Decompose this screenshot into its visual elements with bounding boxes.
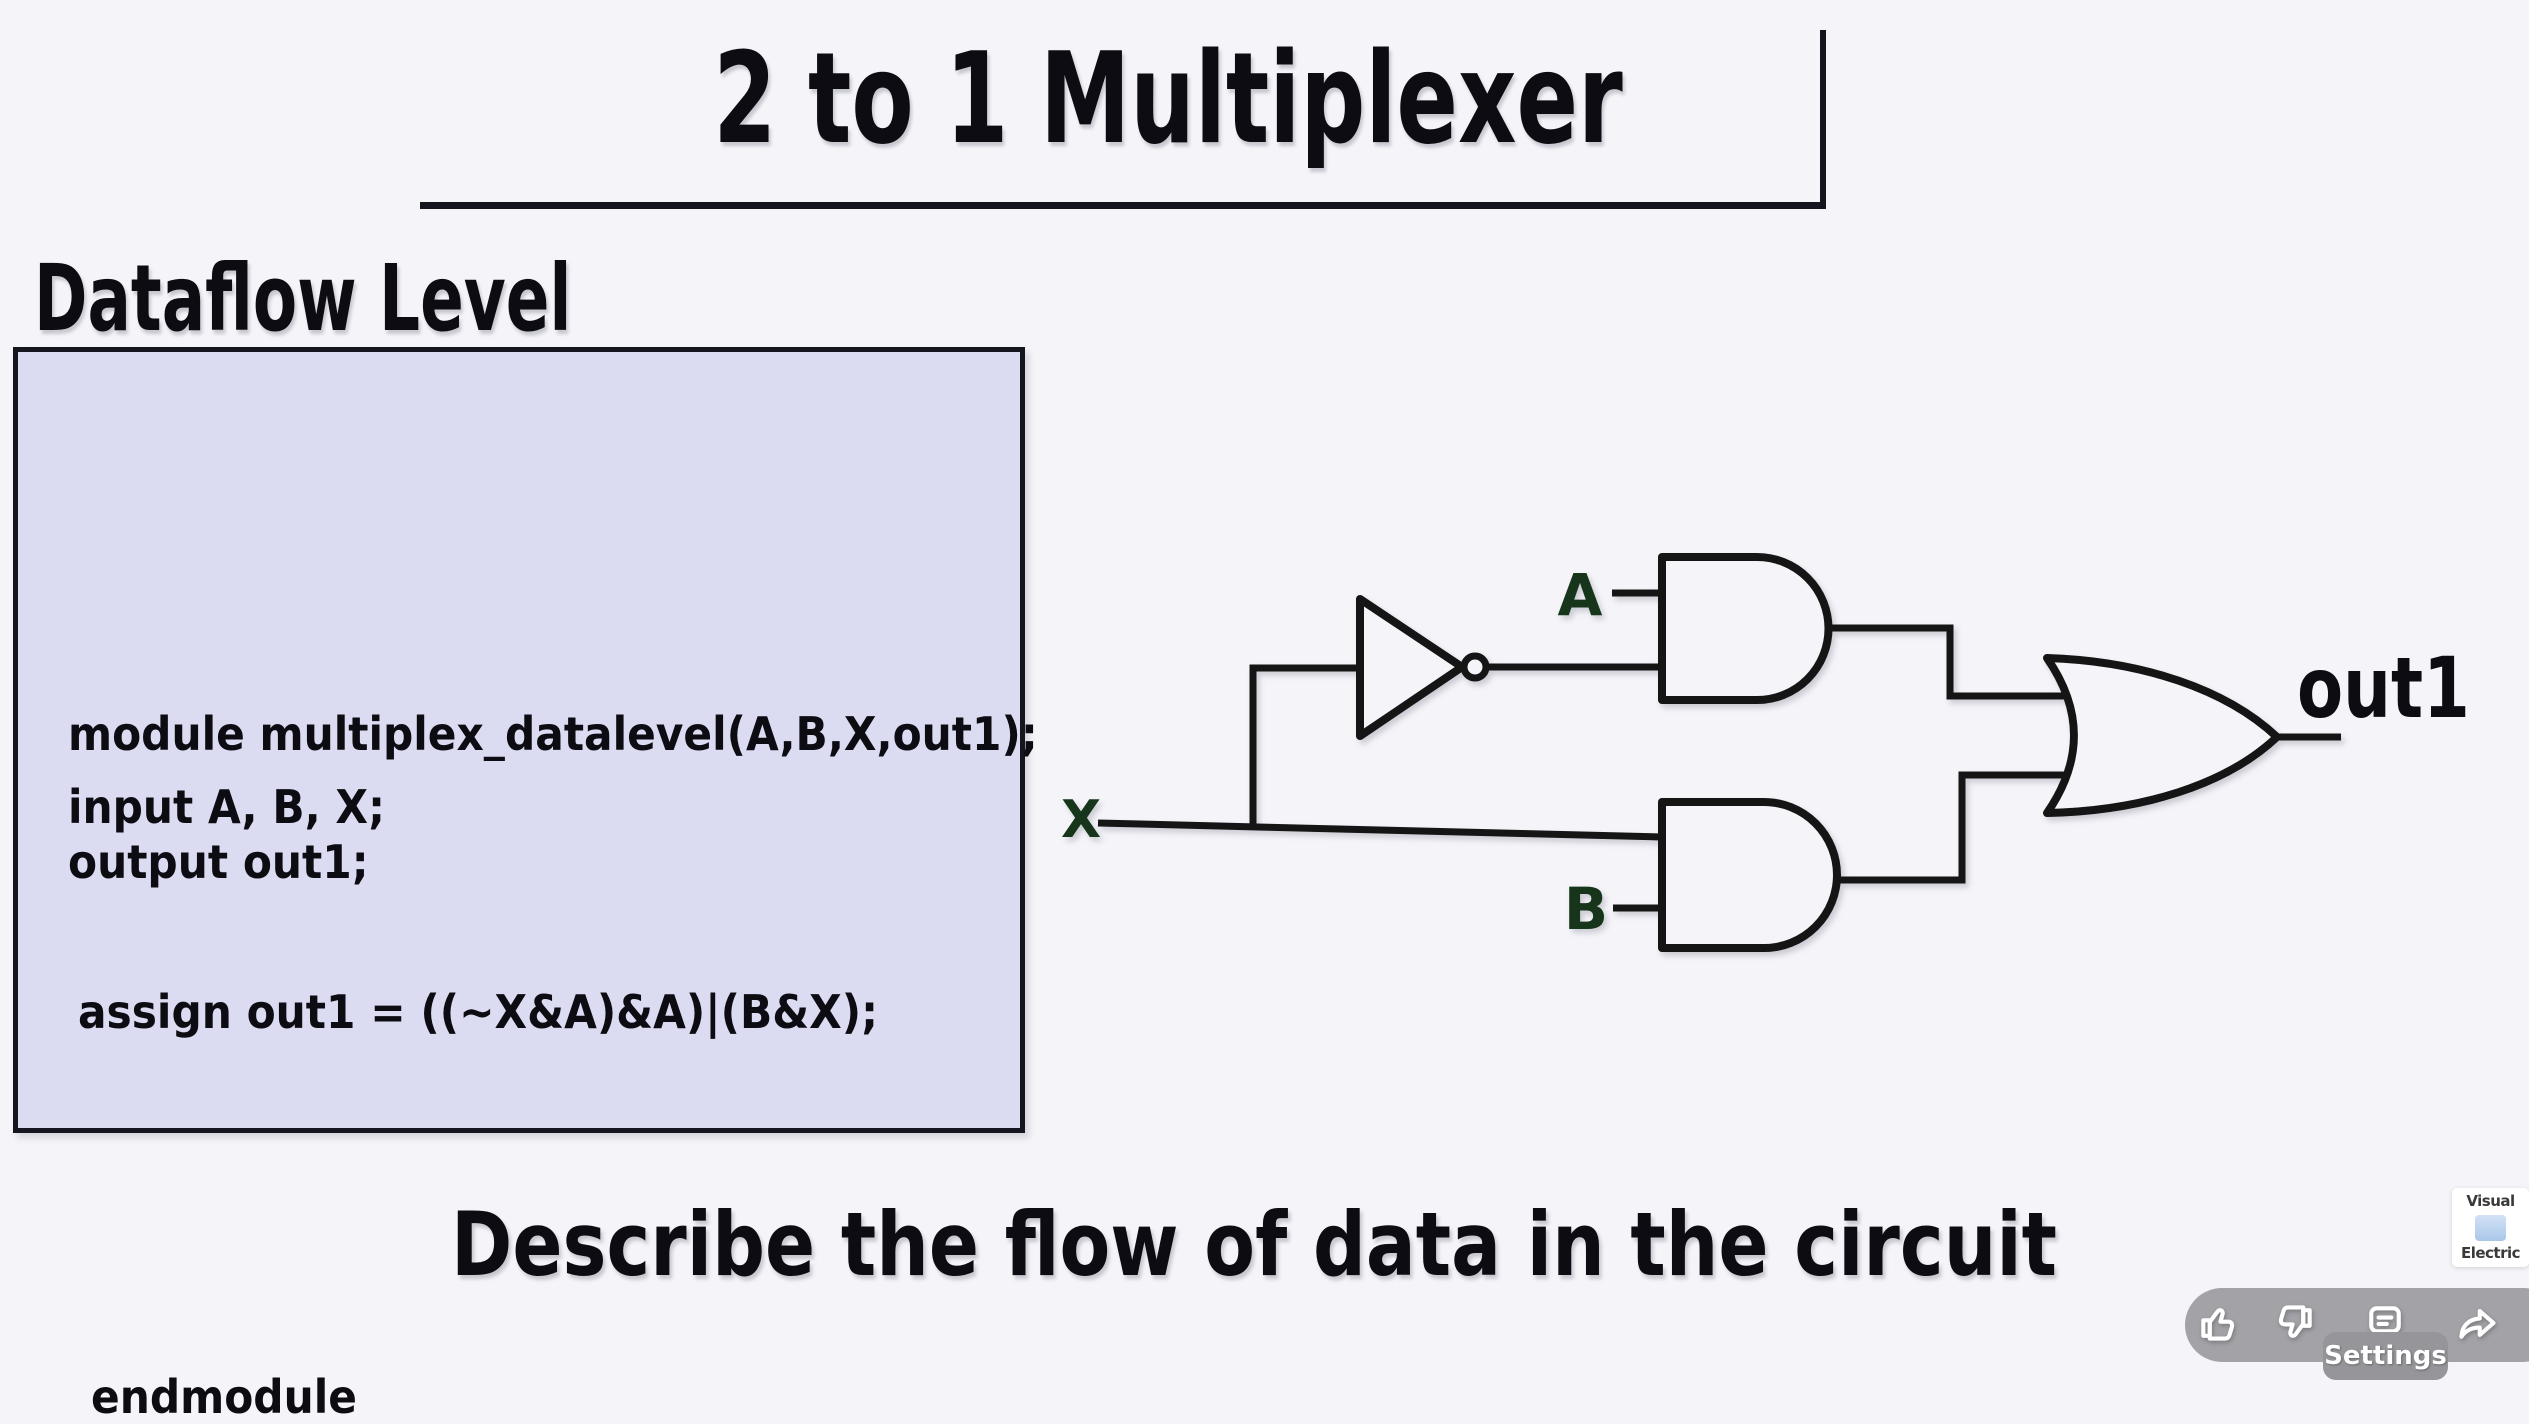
code-line-assign: assign out1 = ((~X&A)&A)|(B&X); [78,985,879,1039]
code-line-output: output out1; [68,835,369,889]
logo-blue-square [2475,1214,2506,1241]
label-select-x: X [1061,790,1101,850]
logo-text-visual: Visual [2466,1192,2515,1210]
label-input-a: A [1558,561,1603,629]
thumbs-down-icon [2278,1305,2312,1338]
wire-andbottom-to-or [1835,771,2067,884]
thumbs-up-button[interactable] [2196,1301,2240,1345]
verilog-code-box: module multiplex_datalevel(A,B,X,out1); … [13,347,1038,1420]
wire-x-input [1097,819,1663,841]
label-output-out1: out1 [2297,639,2470,737]
not-gate-bubble [1460,652,1490,682]
code-line-module: module multiplex_datalevel(A,B,X,out1); [68,707,1038,761]
thumbs-up-icon [2201,1308,2235,1341]
settings-tooltip-label: Settings [2324,1341,2447,1371]
and-gate-top [1658,553,1833,704]
title-underline [420,202,1826,209]
logo-text-electric: Electric [2460,1244,2521,1262]
title-bracket-line [1820,30,1826,209]
multiplexer-circuit-diagram: A B X [1061,553,2341,952]
label-input-b: B [1564,875,1608,943]
page-title: 2 to 1 Multiplexer [713,25,1623,172]
caption: Describe the flow of data in the circuit [450,1193,2058,1296]
code-line-input: input A, B, X; [68,780,385,834]
share-icon [2459,1309,2496,1339]
thumbs-down-button[interactable] [2273,1301,2317,1345]
share-button[interactable] [2455,1301,2499,1345]
settings-tooltip[interactable]: Settings [2323,1332,2448,1380]
wire-x-branch-to-not [1249,664,1360,828]
wire-andtop-to-or [1826,624,2074,700]
and-gate-bottom [1658,798,1841,952]
or-gate [2043,654,2281,817]
section-heading: Dataflow Level [34,245,572,352]
visual-electric-logo: Visual Electric [2452,1188,2529,1267]
not-gate [1356,595,1466,740]
